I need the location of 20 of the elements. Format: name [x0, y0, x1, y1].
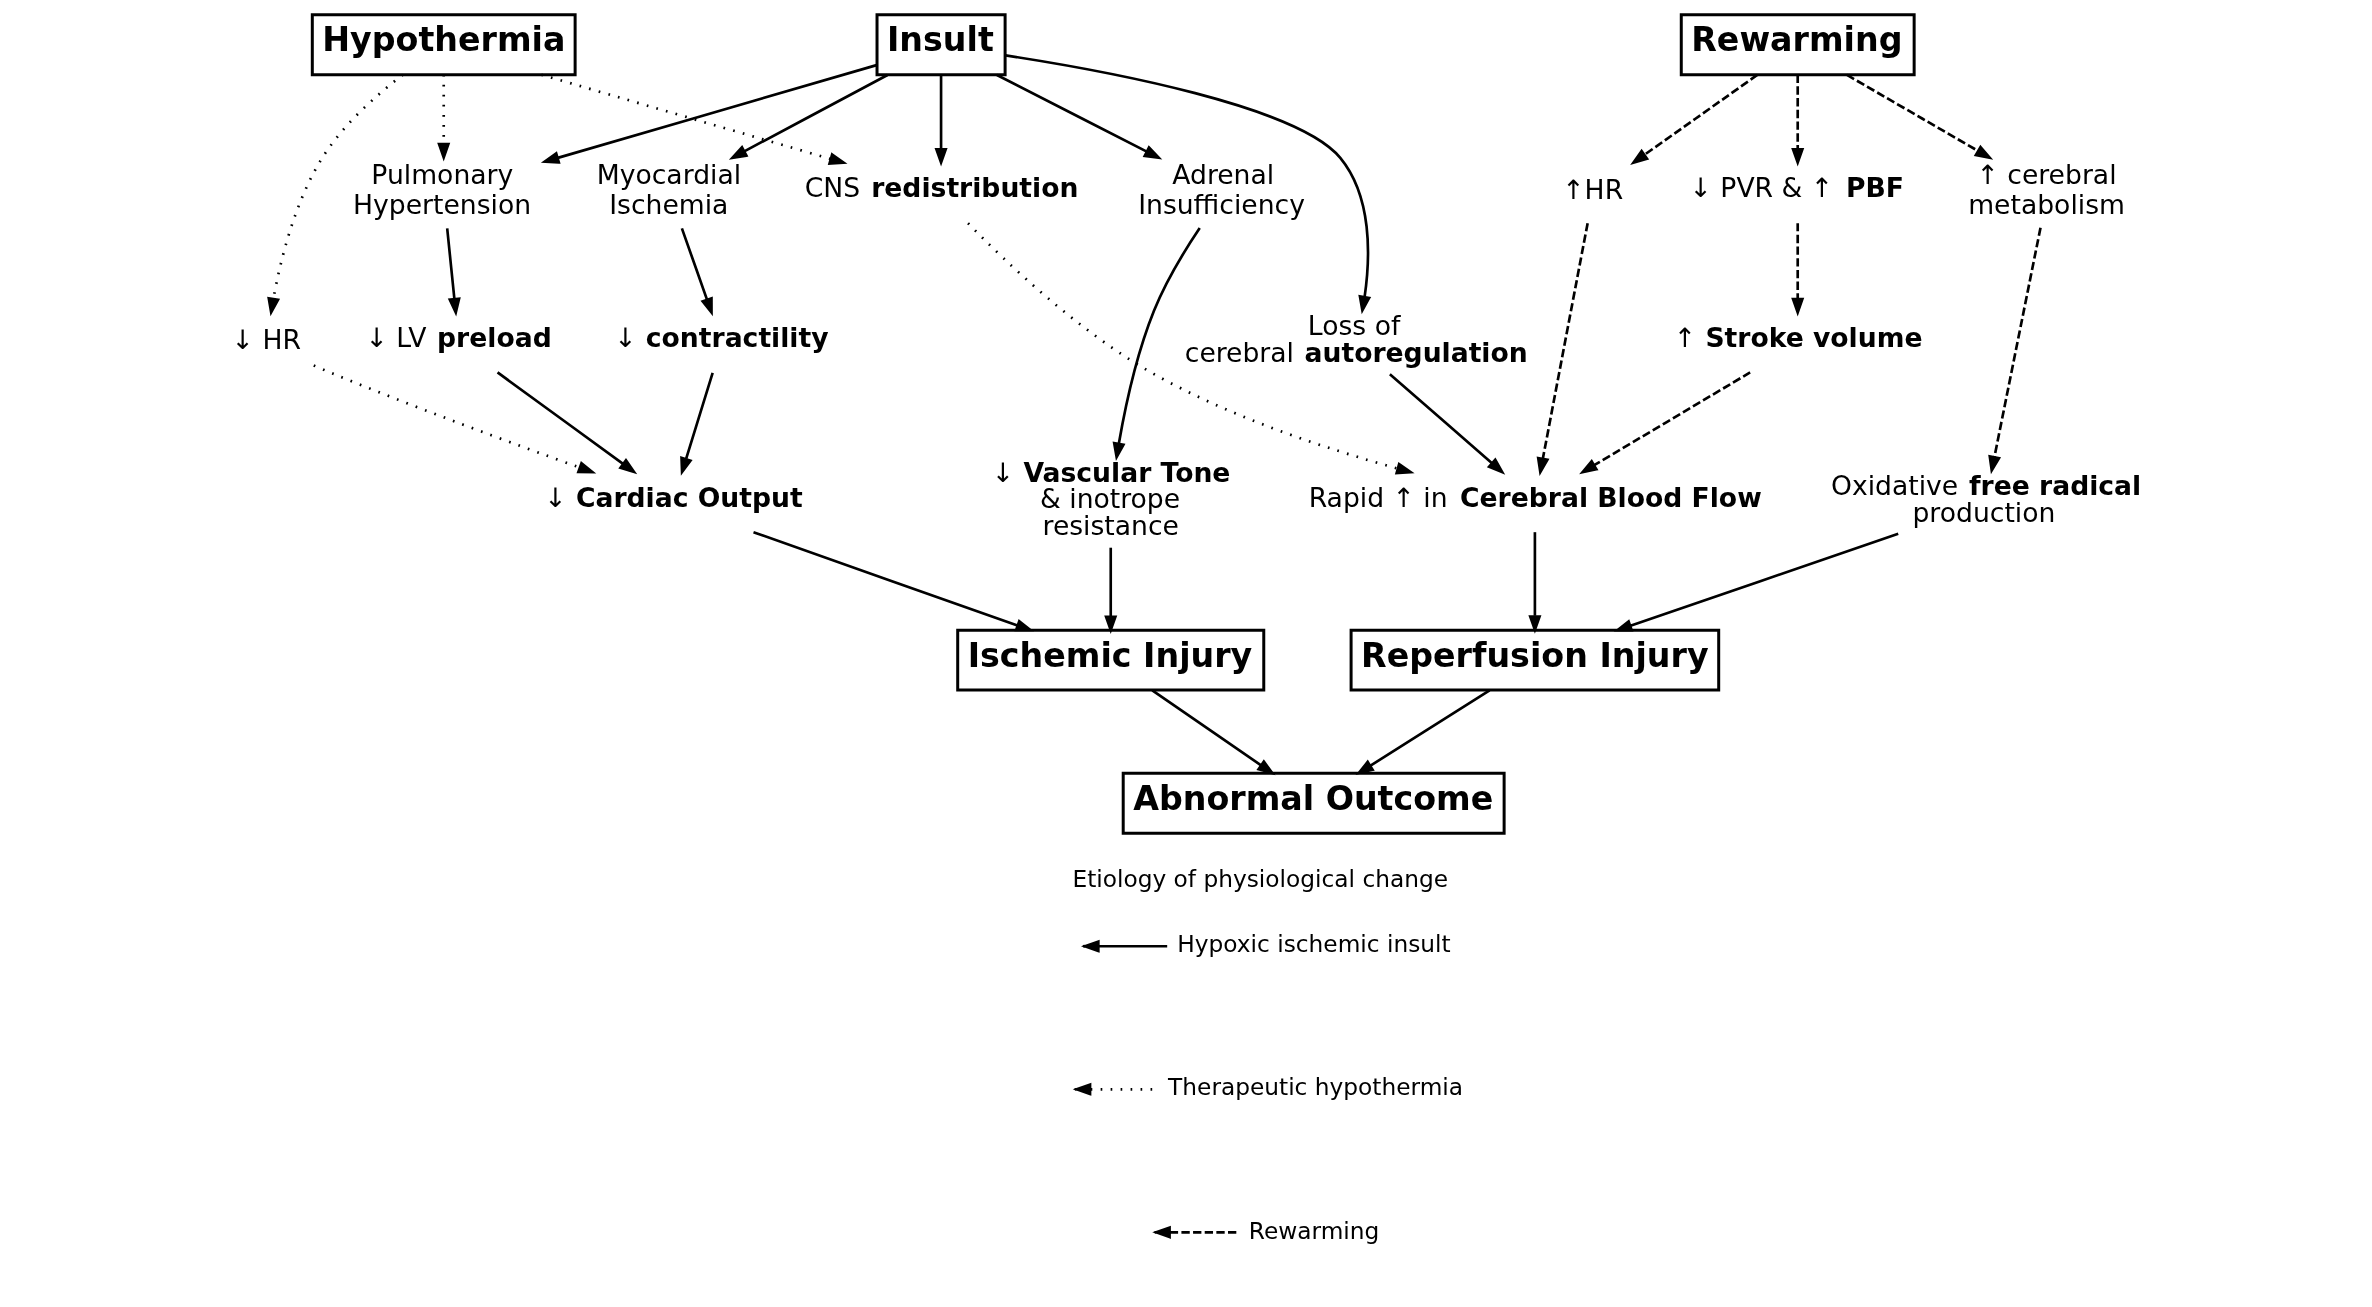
node-text: ↓ LV preload — [365, 322, 552, 354]
legend-label: Rewarming — [1248, 1216, 1380, 1244]
label: Etiology of physiological change — [1072, 864, 1449, 892]
node-text: ↓ PVR & ↑ PBF — [1689, 172, 1904, 204]
node-text: ↓ Vascular Tone & inotrope resistance — [991, 456, 1231, 542]
legend-label: Therapeutic hypothermia — [1168, 1073, 1464, 1101]
node-text: ↓ contractility — [614, 322, 829, 354]
node-text: ↓ HR — [231, 323, 301, 355]
node-text: Loss of cerebral autoregulation — [1184, 310, 1528, 369]
node-text: ↑HR — [1562, 174, 1624, 206]
node-text: Rapid ↑ in Cerebral Blood Flow — [1308, 481, 1762, 513]
node-text: Oxidative free radical production — [1830, 470, 2142, 528]
node-text: ↑ cerebral metabolism — [1968, 159, 2125, 221]
node-text: Pulmonary Hypertension — [353, 159, 532, 221]
node-text: ↑ Stroke volume — [1673, 322, 1923, 354]
legend-label: Hypoxic ischemic insult — [1177, 930, 1451, 958]
node-text: Myocardial Ischemia — [596, 159, 742, 221]
node-text: CNS redistribution — [804, 172, 1079, 204]
node-text: Adrenal Insufficiency — [1138, 159, 1305, 221]
node-text: ↓ Cardiac Output — [544, 481, 803, 513]
